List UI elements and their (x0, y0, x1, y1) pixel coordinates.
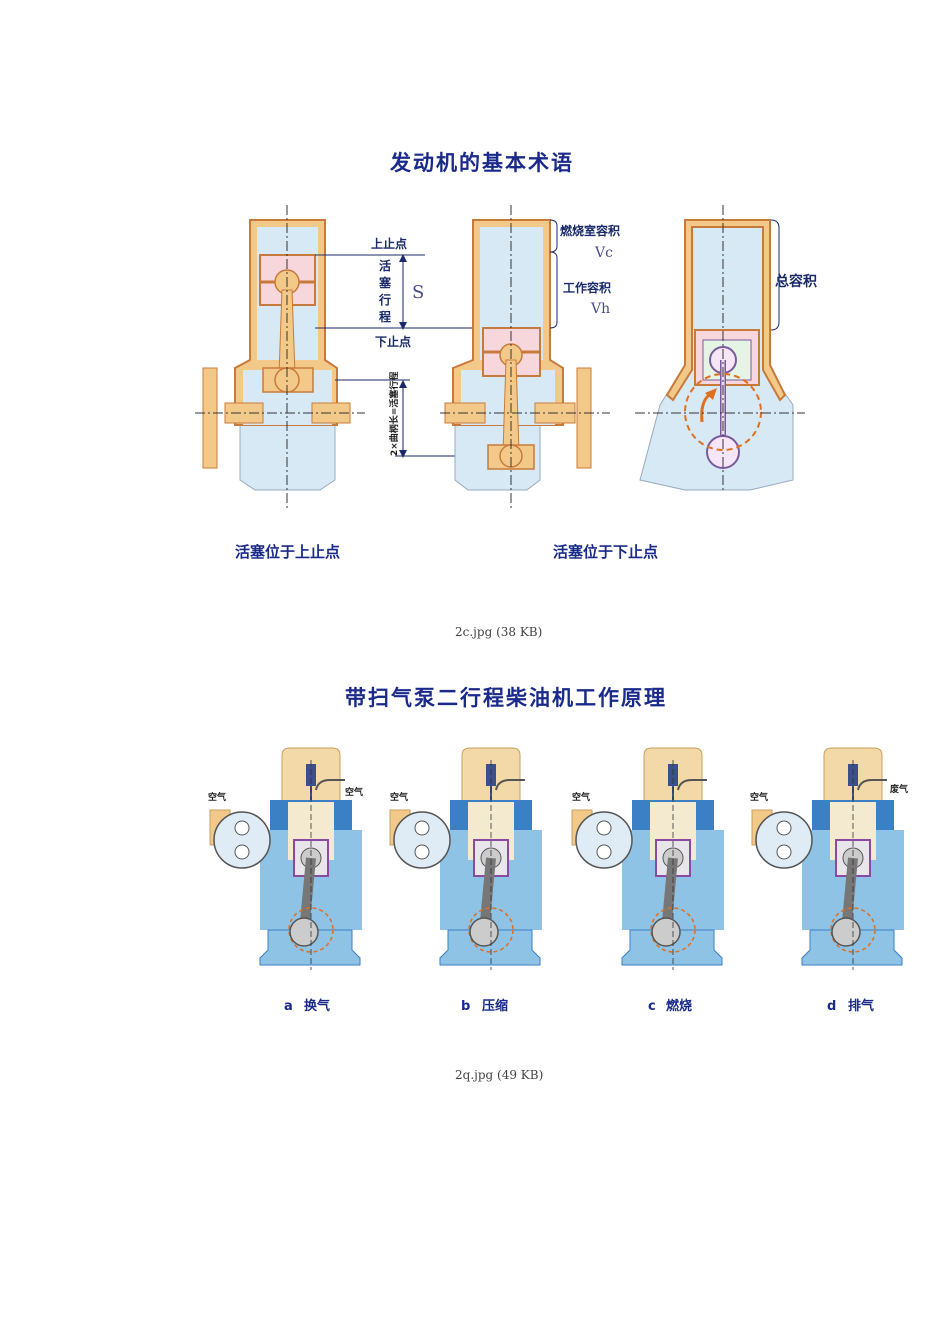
stroke-char-1: 活 (379, 258, 391, 273)
vc-label: Vc (594, 245, 613, 261)
two-stroke-engine-a (209, 747, 362, 970)
stage-c-name: 燃烧 (666, 998, 692, 1014)
stage-d-letter: d (827, 999, 836, 1014)
engine-tdc (195, 205, 365, 508)
engine-terms-diagram: 上止点 活 塞 行 程 S 下止点 2×曲柄长=活塞行程 燃烧室容积 Vc 工作… (195, 205, 817, 561)
stage-a-top-label: 空气 (345, 786, 363, 798)
stage-d-top-label: 废气 (890, 783, 908, 795)
stage-a-letter: a (284, 999, 293, 1014)
figure2-caption: 2q.jpg (49 KB) (455, 1068, 544, 1082)
stroke-char-4: 程 (379, 309, 391, 324)
figure1-title: 发动机的基本术语 (390, 151, 574, 175)
stroke-char-2: 塞 (379, 275, 392, 290)
two-stroke-diagram: 空气 空气 空气 空气 空气 废气 a 换气 b 压缩 c 燃烧 d 排气 (208, 740, 920, 1014)
working-volume-label: 工作容积 (563, 280, 611, 295)
engine-total-volume (635, 205, 805, 491)
total-volume-label: 总容积 (775, 273, 817, 290)
vh-label: Vh (590, 301, 610, 317)
engine-bdc (440, 205, 610, 508)
stage-c-air-label: 空气 (572, 791, 590, 803)
stage-a-name: 换气 (304, 998, 330, 1014)
stroke-symbol: S (412, 282, 424, 303)
stage-b-name: 压缩 (482, 998, 508, 1014)
stage-d-name: 排气 (848, 998, 874, 1014)
left-engine-caption: 活塞位于上止点 (235, 543, 340, 561)
tdc-label: 上止点 (371, 236, 407, 251)
stage-b-letter: b (461, 999, 470, 1014)
stage-a-air-label: 空气 (208, 791, 226, 803)
figure1-caption: 2c.jpg (38 KB) (455, 625, 543, 639)
stage-d-air-label: 空气 (750, 791, 768, 803)
right-engine-caption: 活塞位于下止点 (553, 543, 658, 561)
stage-b-air-label: 空气 (390, 791, 408, 803)
combustion-volume-label: 燃烧室容积 (560, 223, 620, 238)
bdc-label: 下止点 (375, 334, 411, 349)
figure2-title: 带扫气泵二行程柴油机工作原理 (345, 686, 667, 710)
stroke-char-3: 行 (378, 292, 391, 307)
stage-c-letter: c (648, 999, 656, 1014)
crank-label: 2×曲柄长=活塞行程 (388, 372, 400, 456)
